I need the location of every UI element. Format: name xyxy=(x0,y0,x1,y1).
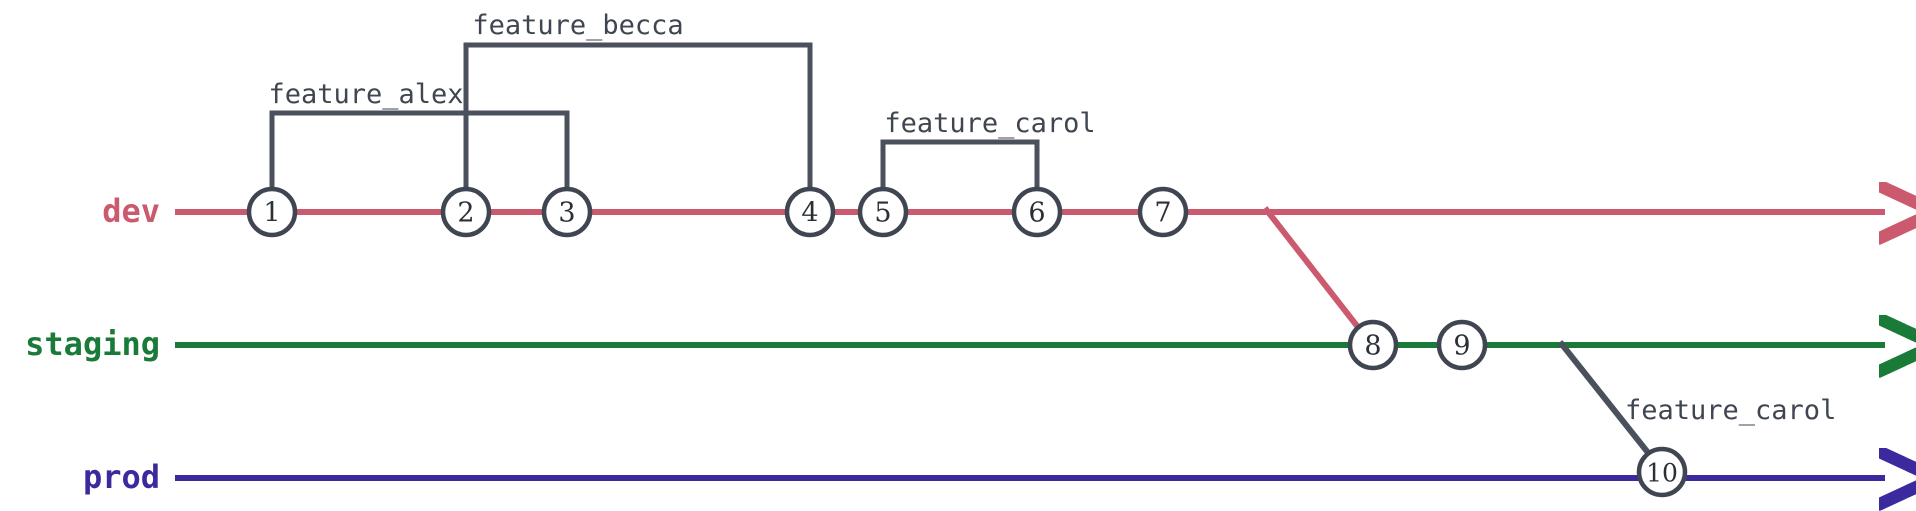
feature-label-carol: feature_carol xyxy=(884,108,1095,139)
commit-circle-2[interactable] xyxy=(440,186,492,238)
commit-nodes: 1 2 3 4 5 6 7 xyxy=(246,186,1688,498)
commit-label-1: 1 xyxy=(263,198,280,229)
merge-line-dev-to-staging xyxy=(1262,206,1371,342)
feature-branch-brackets xyxy=(269,42,1040,197)
commit-node-8[interactable]: 8 xyxy=(1347,319,1399,371)
commit-node-4[interactable]: 4 xyxy=(784,186,836,238)
commit-label-7: 7 xyxy=(1154,198,1171,229)
commit-label-6: 6 xyxy=(1028,198,1045,229)
commit-node-9[interactable]: 9 xyxy=(1436,319,1488,371)
commit-node-2[interactable]: 2 xyxy=(440,186,492,238)
branch-label-prod: prod xyxy=(83,458,160,496)
commit-circle-4[interactable] xyxy=(784,186,836,238)
commit-circle-9[interactable] xyxy=(1436,319,1488,371)
branch-label-staging: staging xyxy=(25,325,160,363)
commit-label-8: 8 xyxy=(1364,331,1381,362)
commit-node-7[interactable]: 7 xyxy=(1137,186,1189,238)
commit-circle-8[interactable] xyxy=(1347,319,1399,371)
feature-label-alex: feature_alex xyxy=(268,79,463,110)
branch-labels: dev staging prod xyxy=(25,192,160,496)
commit-circle-3[interactable] xyxy=(541,186,593,238)
feature-branch-path-becca xyxy=(463,42,813,197)
commit-label-2: 2 xyxy=(457,198,474,229)
merge-line-staging-to-prod xyxy=(1557,340,1660,466)
commit-circle-1[interactable] xyxy=(246,186,298,238)
commit-label-3: 3 xyxy=(558,198,575,229)
merge-label-feature-carol: feature_carol xyxy=(1625,395,1836,426)
commit-label-9: 9 xyxy=(1453,331,1470,362)
commit-label-10: 10 xyxy=(1646,459,1678,488)
branch-lines xyxy=(175,212,1885,478)
commit-circle-6[interactable] xyxy=(1011,186,1063,238)
commit-circle-7[interactable] xyxy=(1137,186,1189,238)
commit-node-6[interactable]: 6 xyxy=(1011,186,1063,238)
commit-circle-5[interactable] xyxy=(857,186,909,238)
branch-label-dev: dev xyxy=(102,192,160,230)
commit-node-5[interactable]: 5 xyxy=(857,186,909,238)
commit-circle-10[interactable] xyxy=(1636,446,1688,498)
commit-node-3[interactable]: 3 xyxy=(541,186,593,238)
feature-branch-labels: feature_alex feature_becca feature_carol… xyxy=(268,10,1836,426)
commit-label-4: 4 xyxy=(801,198,818,229)
feature-branch-path-alex xyxy=(269,110,570,197)
commit-node-1[interactable]: 1 xyxy=(246,186,298,238)
feature-label-becca: feature_becca xyxy=(472,10,683,41)
commit-node-10[interactable]: 10 xyxy=(1636,446,1688,498)
merge-lines xyxy=(1262,206,1660,466)
feature-branch-path-carol xyxy=(880,139,1040,197)
commit-label-5: 5 xyxy=(874,198,891,229)
